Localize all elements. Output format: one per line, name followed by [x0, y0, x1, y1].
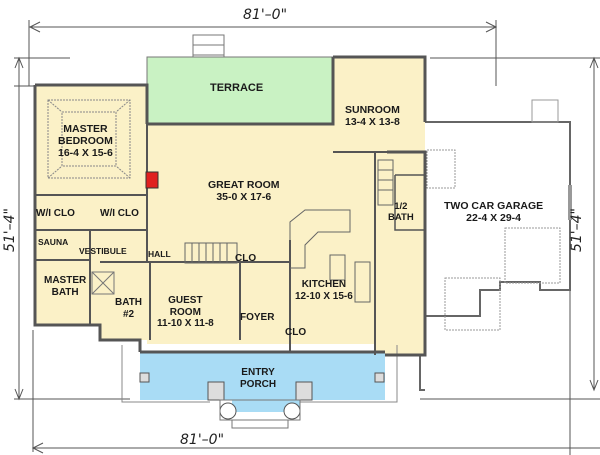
room-clo-hall: CLO: [235, 253, 256, 265]
room-name: W/I CLO: [100, 208, 139, 219]
room-vestibule: VESTIBULE: [79, 246, 127, 257]
room-name: 1/2: [394, 201, 408, 212]
room-master-bath: MASTER BATH: [44, 275, 86, 298]
room-sunroom: SUNROOM 13-4 X 13-8: [345, 104, 400, 128]
room-name: SAUNA: [38, 237, 69, 247]
room-wi-clo-2: W/I CLO: [100, 208, 139, 220]
room-name: FOYER: [240, 312, 275, 323]
room-size: 35-0 X 17-6: [216, 191, 272, 204]
room-hall: HALL: [148, 249, 171, 260]
room-clo-foyer: CLO: [285, 327, 306, 339]
dimension-lines: [14, 20, 600, 455]
room-master-bedroom: MASTER BEDROOM 16-4 X 15-6: [58, 123, 113, 159]
fireplace-icon: [145, 171, 159, 189]
dimension-top-width: 81'–0": [243, 7, 288, 23]
room-name: GUEST: [168, 295, 203, 306]
room-size: 11-10 X 11-8: [157, 318, 214, 329]
room-name: MASTER: [63, 123, 108, 135]
dimension-left-depth: 51'–4": [2, 207, 19, 253]
terrace-area: [146, 56, 334, 125]
room-guest-room: GUEST ROOM 11-10 X 11-8: [157, 295, 214, 330]
room-wi-clo-1: W/I CLO: [36, 208, 75, 220]
room-name: BATH: [51, 286, 79, 298]
room-name: TERRACE: [210, 82, 264, 94]
room-name: MASTER: [44, 275, 87, 286]
room-name: TWO CAR GARAGE: [444, 200, 544, 212]
room-half-bath: 1/2 BATH: [388, 201, 414, 224]
room-name: ROOM: [169, 306, 201, 318]
room-name: BATH: [388, 211, 414, 223]
room-foyer: FOYER: [240, 312, 274, 324]
room-name: PORCH: [240, 378, 277, 390]
entry-porch-area: [121, 345, 398, 429]
room-name: W/I CLO: [36, 208, 75, 219]
room-two-car-garage: TWO CAR GARAGE 22-4 X 29-4: [444, 200, 543, 224]
walls: [33, 55, 427, 357]
room-name: SUNROOM: [345, 104, 400, 116]
room-name: HALL: [148, 249, 171, 259]
room-size: 16-4 X 15-6: [58, 147, 113, 160]
room-size: 13-4 X 13-8: [345, 116, 400, 129]
room-size: 12-10 X 15-6: [295, 290, 353, 302]
room-name: VESTIBULE: [79, 246, 127, 256]
room-name: BATH: [115, 297, 143, 308]
dimension-right-depth: 51'–4": [569, 207, 586, 253]
room-great-room: GREAT ROOM 35-0 X 17-6: [208, 179, 280, 203]
room-name: KITCHEN: [301, 279, 347, 290]
dimension-bottom-width: 81'–0": [180, 432, 225, 448]
room-name: #2: [122, 308, 135, 320]
room-name: BEDROOM: [58, 135, 113, 148]
room-terrace: TERRACE: [210, 82, 263, 95]
room-size: 22-4 X 29-4: [466, 212, 522, 225]
room-bath-2: BATH #2: [115, 297, 142, 320]
room-name: ENTRY: [241, 367, 275, 378]
room-entry-porch: ENTRY PORCH: [240, 367, 276, 390]
garage-structure: [419, 99, 571, 391]
room-kitchen: KITCHEN 12-10 X 15-6: [295, 279, 353, 302]
room-name: GREAT ROOM: [208, 179, 280, 191]
room-sauna: SAUNA: [38, 237, 69, 248]
room-name: CLO: [235, 253, 257, 264]
room-name: CLO: [285, 327, 307, 338]
